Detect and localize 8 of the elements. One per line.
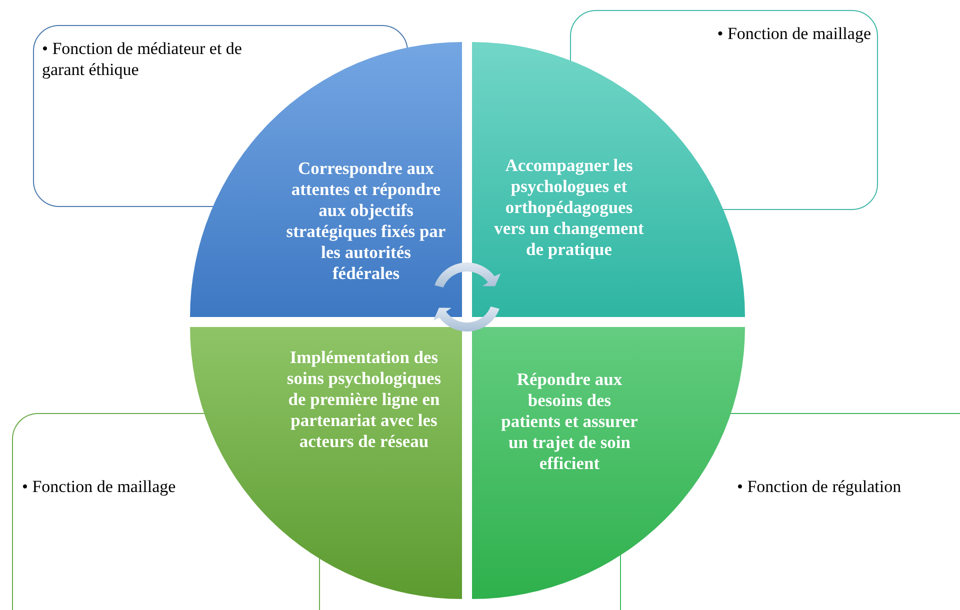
- segment-label: Implémentation des soins psychologiques de première ligne en partenariat avec les acteurs de réseau: [286, 347, 442, 452]
- bullet-text: • Fonction de médiateur et de garant éthique: [42, 38, 243, 80]
- bullet-text: • Fonction de maillage: [22, 476, 177, 497]
- segment-label: Correspondre aux attentes et répondre aux objectifs stratégiques fixés par les autorités fédérales: [286, 158, 446, 284]
- bullet-text: • Fonction de régulation: [737, 476, 902, 497]
- segment-label: Répondre aux besoins des patients et assurer un trajet de soin efficient: [500, 369, 639, 474]
- segment-label: Accompagner les psychologues et orthopédagogues vers un changement de pratique: [493, 155, 645, 260]
- bullet-text: • Fonction de maillage: [716, 23, 871, 44]
